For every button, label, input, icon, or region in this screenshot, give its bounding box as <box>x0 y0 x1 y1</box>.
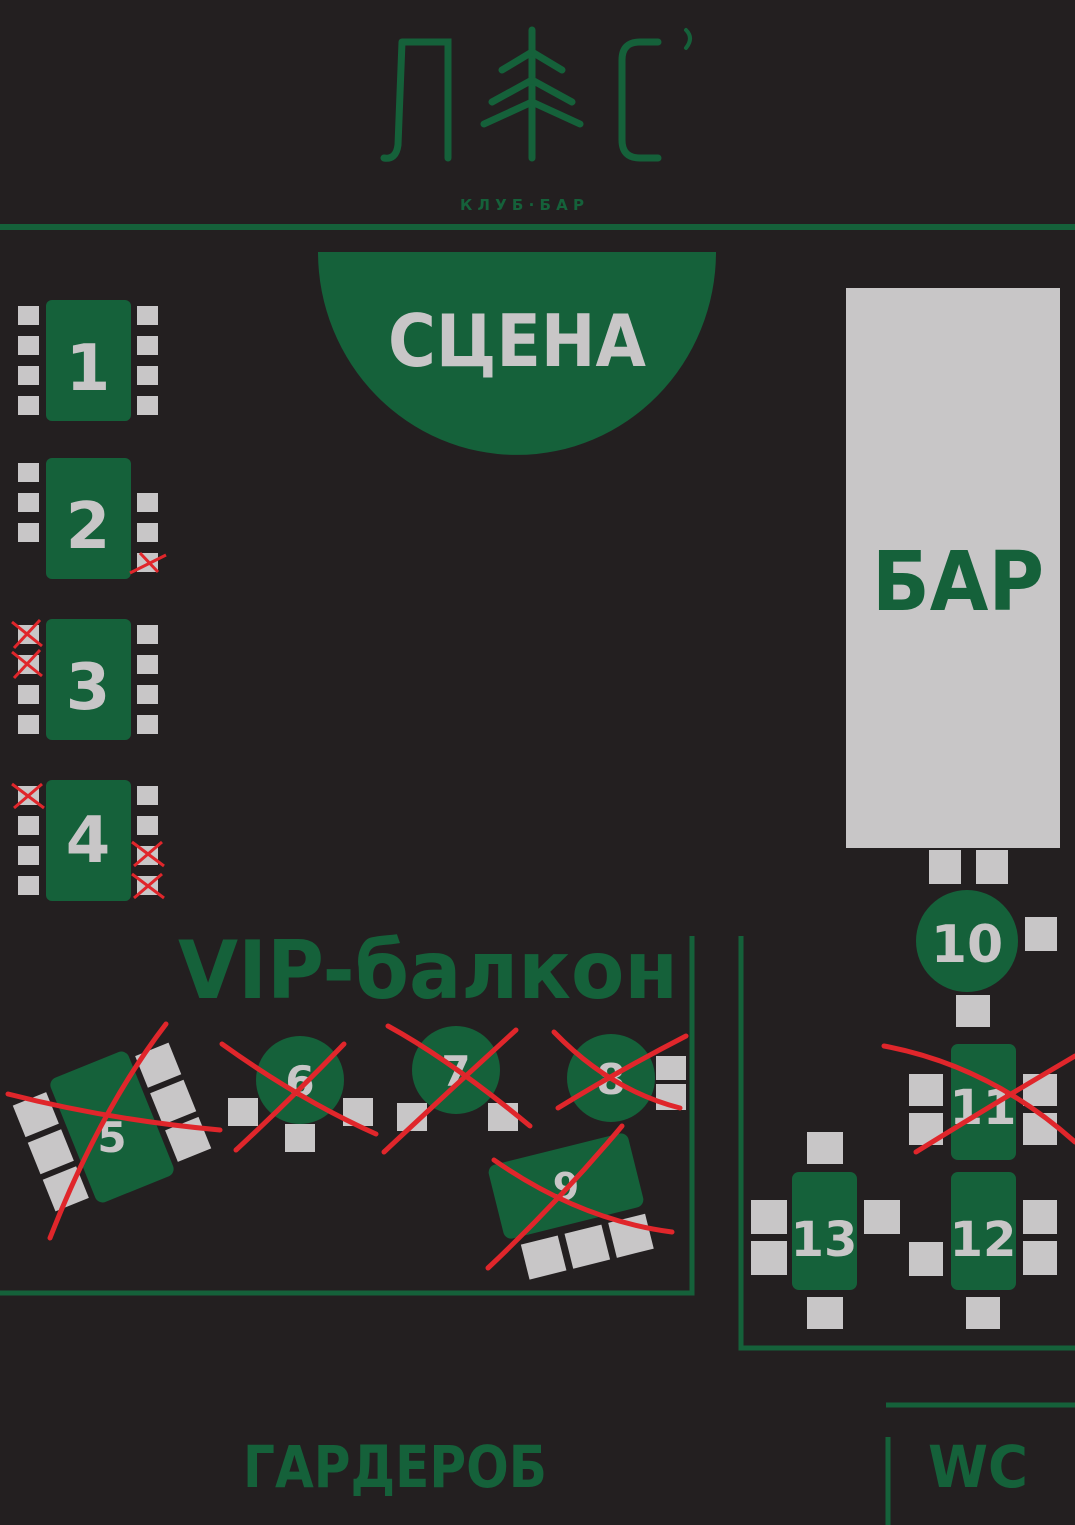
table-10[interactable]: 10 <box>916 850 1057 1027</box>
bar-counter <box>846 288 1060 848</box>
logo-subtitle: К Л У Б · Б А Р <box>460 196 584 214</box>
table-11[interactable]: 11 <box>881 1043 1075 1160</box>
booked-mark <box>881 1043 1075 1155</box>
table-label: 2 <box>66 490 111 564</box>
wardrobe-label: ГАРДЕРОБ <box>243 1433 547 1501</box>
booked-seat-mark <box>11 782 165 900</box>
seats <box>18 306 158 415</box>
table-label: 1 <box>66 332 111 406</box>
table-label: 4 <box>66 804 111 878</box>
table-4[interactable]: 4 <box>11 780 165 901</box>
vip-label: VIP-балкон <box>178 924 678 1017</box>
bar-label: БАР <box>872 535 1044 630</box>
table-12[interactable]: 12 <box>909 1172 1057 1329</box>
table-2[interactable]: 2 <box>18 458 167 579</box>
table-6[interactable]: 6 <box>228 1036 373 1152</box>
table-13[interactable]: 13 <box>751 1132 900 1329</box>
table-label: 3 <box>66 651 111 725</box>
vip-border <box>0 936 695 1296</box>
table-label: 13 <box>791 1212 858 1268</box>
stage-label: СЦЕНА <box>388 299 646 383</box>
logo <box>380 26 692 162</box>
right-zone-border <box>738 936 1075 1351</box>
booked-seat-mark <box>129 551 167 575</box>
table-1[interactable]: 1 <box>18 300 158 421</box>
header-divider <box>0 224 1075 230</box>
booked-marks-vip <box>5 1021 689 1271</box>
table-label: 12 <box>950 1212 1017 1268</box>
stage-area <box>318 252 716 455</box>
table-3[interactable]: 3 <box>11 618 158 740</box>
table-label: 10 <box>931 915 1003 975</box>
wc-border <box>885 1402 1075 1525</box>
wc-label: WC <box>928 1433 1028 1501</box>
table-9[interactable]: 9 <box>487 1132 656 1283</box>
booked-seat-mark <box>11 618 43 680</box>
